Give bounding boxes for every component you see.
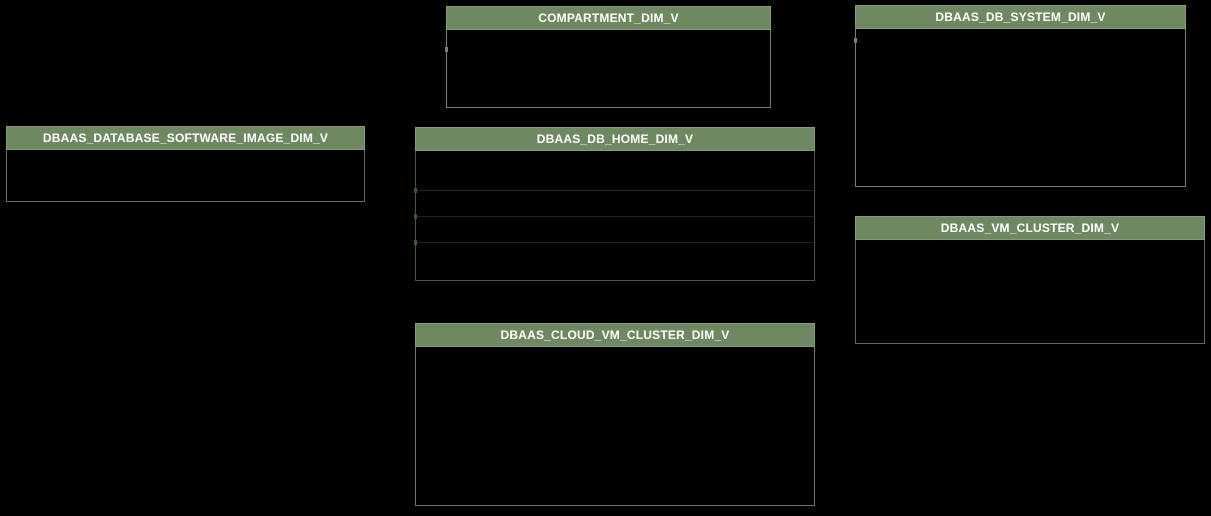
entity-box-dbaas-database-software-image-dim-v[interactable]: DBAAS_DATABASE_SOFTWARE_IMAGE_DIM_V [6, 126, 365, 202]
entity-header[interactable]: DBAAS_DB_HOME_DIM_V [415, 127, 815, 151]
connector-stub [414, 188, 417, 193]
entity-body [414, 151, 815, 281]
entity-box-dbaas-vm-cluster-dim-v[interactable]: DBAAS_VM_CLUSTER_DIM_V [855, 216, 1205, 344]
entity-title: DBAAS_DATABASE_SOFTWARE_IMAGE_DIM_V [42, 131, 329, 145]
entity-header[interactable]: DBAAS_CLOUD_VM_CLUSTER_DIM_V [415, 323, 815, 347]
entity-title: DBAAS_DB_HOME_DIM_V [536, 132, 694, 146]
entity-header[interactable]: DBAAS_DB_SYSTEM_DIM_V [855, 5, 1186, 29]
entity-header[interactable]: COMPARTMENT_DIM_V [446, 6, 771, 30]
entity-body [415, 347, 815, 506]
entity-title: DBAAS_VM_CLUSTER_DIM_V [940, 221, 1120, 235]
entity-title: COMPARTMENT_DIM_V [538, 11, 679, 25]
entity-title: DBAAS_DB_SYSTEM_DIM_V [935, 10, 1106, 24]
entity-box-dbaas-cloud-vm-cluster-dim-v[interactable]: DBAAS_CLOUD_VM_CLUSTER_DIM_V [415, 323, 815, 506]
entity-body [6, 150, 365, 202]
row-separator-line [416, 190, 814, 191]
entity-box-dbaas-db-system-dim-v[interactable]: DBAAS_DB_SYSTEM_DIM_V [854, 5, 1186, 187]
entity-body [445, 30, 771, 108]
connector-stub [414, 240, 417, 245]
entity-box-compartment-dim-v[interactable]: COMPARTMENT_DIM_V [445, 6, 771, 108]
entity-title: DBAAS_CLOUD_VM_CLUSTER_DIM_V [500, 328, 730, 342]
entity-body [854, 29, 1186, 187]
row-separator-line [416, 242, 814, 243]
entity-box-dbaas-db-home-dim-v[interactable]: DBAAS_DB_HOME_DIM_V [414, 127, 815, 281]
connector-stub [414, 214, 417, 219]
entity-header[interactable]: DBAAS_DATABASE_SOFTWARE_IMAGE_DIM_V [6, 126, 365, 150]
connector-stub [445, 47, 448, 52]
entity-body [855, 240, 1205, 344]
connector-stub [854, 38, 857, 43]
entity-header[interactable]: DBAAS_VM_CLUSTER_DIM_V [855, 216, 1205, 240]
row-separator-line [416, 216, 814, 217]
